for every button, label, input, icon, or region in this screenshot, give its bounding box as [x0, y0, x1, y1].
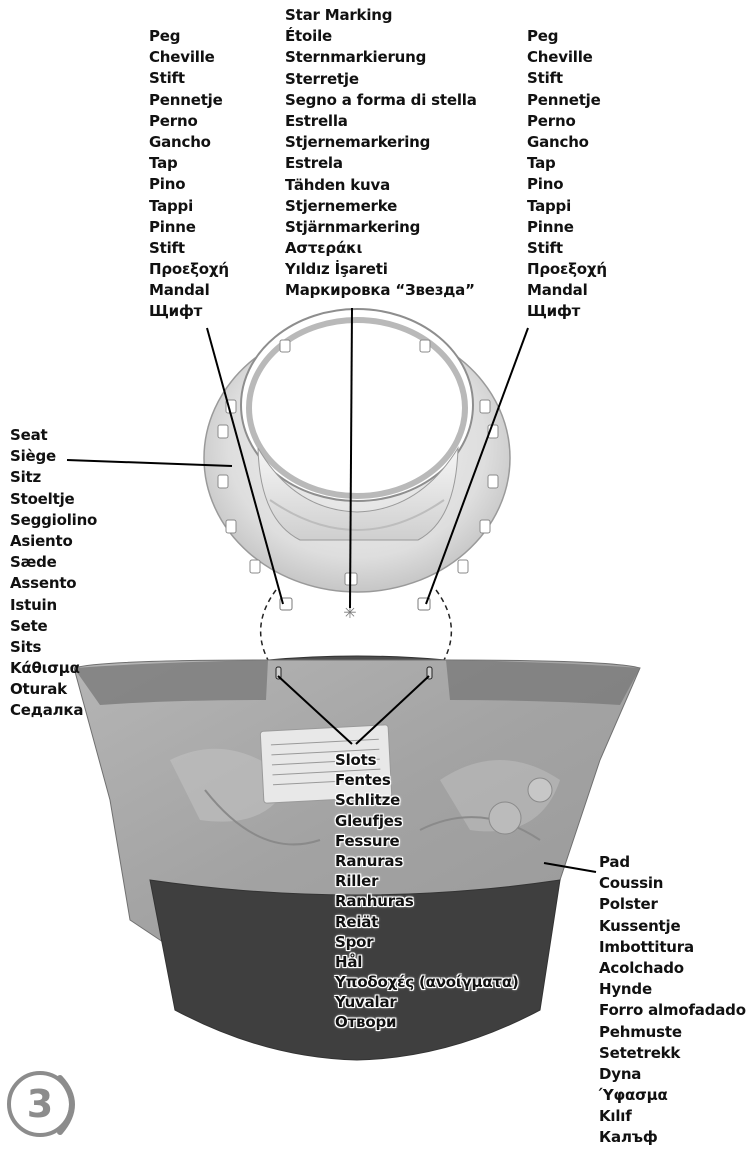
star-marking-label-9: Stjernemerke — [285, 196, 477, 217]
star-marking-label-12: Yıldız İşareti — [285, 259, 477, 280]
peg-left-label-13: Щифт — [149, 301, 229, 322]
peg-left-label-5: Gancho — [149, 132, 229, 153]
peg-right-label-5: Gancho — [527, 132, 607, 153]
seat-label-7: Assento — [10, 573, 97, 594]
seat-label-2: Sitz — [10, 467, 97, 488]
label-group-peg-right: PegChevilleStiftPennetjePernoGanchoTapPi… — [527, 26, 607, 323]
peg-left-label-8: Tappi — [149, 196, 229, 217]
seat-label-9: Sete — [10, 616, 97, 637]
peg-right-label-8: Tappi — [527, 196, 607, 217]
seat-label-0: Seat — [10, 425, 97, 446]
star-marking-label-6: Stjernemarkering — [285, 132, 477, 153]
pad-label-4: Imbottitura — [599, 937, 746, 958]
peg-right-label-10: Stift — [527, 238, 607, 259]
peg-left-label-11: Προεξοχή — [149, 259, 229, 280]
peg-left-label-12: Mandal — [149, 280, 229, 301]
star-marking-label-5: Estrella — [285, 111, 477, 132]
peg-right-label-11: Προεξοχή — [527, 259, 607, 280]
peg-right-label-4: Perno — [527, 111, 607, 132]
star-marking-label-1: Étoile — [285, 26, 477, 47]
pad-label-1: Coussin — [599, 873, 746, 894]
peg-right-label-13: Щифт — [527, 301, 607, 322]
peg-right-label-6: Tap — [527, 153, 607, 174]
star-marking-label-0: Star Marking — [285, 5, 477, 26]
peg-left-label-2: Stift — [149, 68, 229, 89]
pad-label-13: Калъф — [599, 1127, 746, 1148]
slots-label-5: Ranuras — [335, 851, 519, 871]
star-marking-label-4: Segno a forma di stella — [285, 90, 477, 111]
slots-label-4: Fessure — [335, 831, 519, 851]
seat-label-10: Sits — [10, 637, 97, 658]
peg-right-label-12: Mandal — [527, 280, 607, 301]
peg-left-label-0: Peg — [149, 26, 229, 47]
peg-left-label-7: Pino — [149, 174, 229, 195]
seat-label-4: Seggiolino — [10, 510, 97, 531]
pad-label-9: Setetrekk — [599, 1043, 746, 1064]
peg-left-label-3: Pennetje — [149, 90, 229, 111]
star-marking-label-7: Estrela — [285, 153, 477, 174]
seat-label-13: Седалка — [10, 700, 97, 721]
star-marking-label-8: Tähden kuva — [285, 175, 477, 196]
slots-label-6: Riller — [335, 871, 519, 891]
peg-right-label-9: Pinne — [527, 217, 607, 238]
seat-label-11: Κάθισμα — [10, 658, 97, 679]
seat-label-3: Stoeltje — [10, 489, 97, 510]
pad-label-8: Pehmuste — [599, 1022, 746, 1043]
pad-label-6: Hynde — [599, 979, 746, 1000]
peg-right-label-2: Stift — [527, 68, 607, 89]
peg-right-label-1: Cheville — [527, 47, 607, 68]
slots-label-3: Gleufjes — [335, 811, 519, 831]
peg-right-label-3: Pennetje — [527, 90, 607, 111]
slots-label-7: Ranhuras — [335, 891, 519, 911]
peg-left-label-1: Cheville — [149, 47, 229, 68]
seat-label-1: Siège — [10, 446, 97, 467]
slots-label-13: Отвори — [335, 1012, 519, 1032]
peg-left-label-4: Perno — [149, 111, 229, 132]
peg-left-label-6: Tap — [149, 153, 229, 174]
pad-label-2: Polster — [599, 894, 746, 915]
seat-label-6: Sæde — [10, 552, 97, 573]
star-marking-label-10: Stjärnmarkering — [285, 217, 477, 238]
star-marking-label-2: Sternmarkierung — [285, 47, 477, 68]
star-marking-label-3: Sterretje — [285, 69, 477, 90]
pad-label-11: Ύφασμα — [599, 1085, 746, 1106]
pad-label-3: Kussentje — [599, 916, 746, 937]
slots-label-11: Υποδοχές (ανοίγματα) — [335, 972, 519, 992]
seat-label-12: Oturak — [10, 679, 97, 700]
slots-label-10: Hål — [335, 952, 519, 972]
pad-label-10: Dyna — [599, 1064, 746, 1085]
seat-ring: ✳ — [204, 309, 510, 622]
slots-label-0: Slots — [335, 750, 519, 770]
seat-label-5: Asiento — [10, 531, 97, 552]
slots-label-1: Fentes — [335, 770, 519, 790]
pad-label-12: Kılıf — [599, 1106, 746, 1127]
slots-label-8: Reiät — [335, 912, 519, 932]
star-marking-label-11: Αστεράκι — [285, 238, 477, 259]
pad-label-7: Forro almofadado — [599, 1000, 746, 1021]
star-marking-label-13: Маркировка “Звезда” — [285, 280, 477, 301]
peg-right-label-0: Peg — [527, 26, 607, 47]
slots-label-12: Yuvalar — [335, 992, 519, 1012]
peg-right-label-7: Pino — [527, 174, 607, 195]
peg-left-label-9: Pinne — [149, 217, 229, 238]
slots-label-9: Spor — [335, 932, 519, 952]
pad-label-5: Acolchado — [599, 958, 746, 979]
step-number: 3 — [10, 1080, 70, 1128]
peg-left-label-10: Stift — [149, 238, 229, 259]
seat-label-8: Istuin — [10, 595, 97, 616]
slots-label-2: Schlitze — [335, 790, 519, 810]
pad-label-0: Pad — [599, 852, 746, 873]
